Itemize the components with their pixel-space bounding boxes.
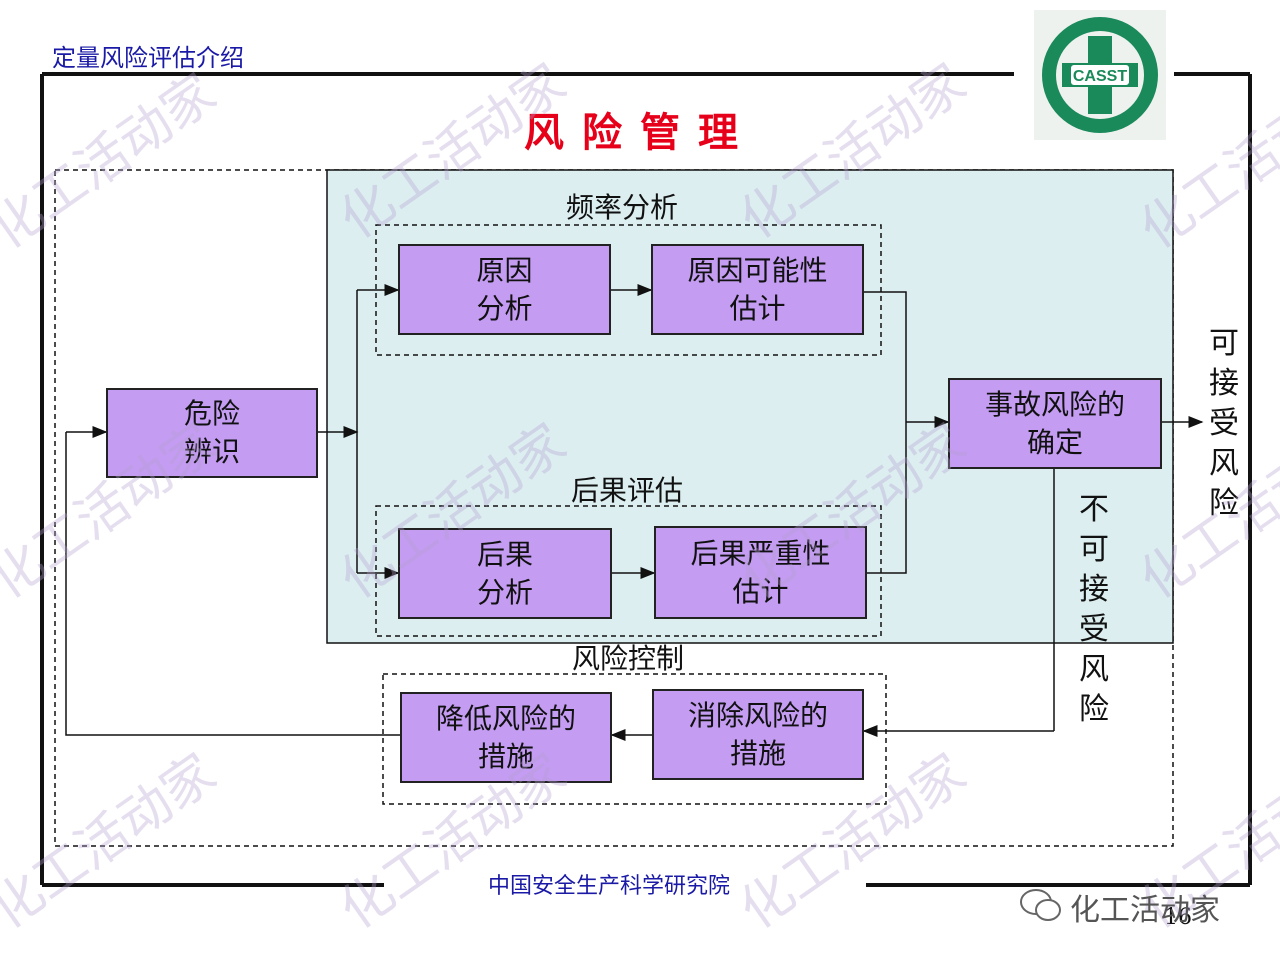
slide-frame bbox=[40, 72, 1252, 887]
box-cause-possibility: 原因可能性 估计 bbox=[651, 244, 864, 335]
box-consequence-severity: 后果严重性 估计 bbox=[654, 526, 867, 619]
wechat-icon bbox=[1018, 884, 1064, 924]
box-cause-analysis: 原因 分析 bbox=[398, 244, 611, 335]
consequence-group bbox=[375, 505, 882, 637]
control-group bbox=[382, 673, 887, 805]
casst-logo: CASST bbox=[1034, 10, 1166, 140]
box-consequence-analysis: 后果 分析 bbox=[398, 528, 612, 619]
footer-org: 中国安全生产科学研究院 bbox=[488, 874, 731, 899]
page-number: 16 bbox=[1164, 905, 1192, 930]
frequency-group bbox=[375, 224, 882, 356]
section-control-label: 风险控制 bbox=[572, 642, 685, 675]
label-unacceptable-risk: 不 可 接 受 风 险 bbox=[1079, 492, 1109, 727]
section-consequence-label: 后果评估 bbox=[571, 474, 684, 507]
gear-logo-icon: CASST bbox=[1042, 17, 1158, 133]
section-frequency-label: 频率分析 bbox=[566, 191, 679, 224]
box-reduce-risk: 降低风险的 措施 bbox=[400, 692, 612, 783]
label-acceptable-risk: 可 接 受 风 险 bbox=[1209, 326, 1239, 521]
header-title: 定量风险评估介绍 bbox=[52, 44, 244, 72]
box-hazard-identification: 危险 辨识 bbox=[106, 388, 318, 478]
box-eliminate-risk: 消除风险的 措施 bbox=[652, 689, 864, 780]
box-accident-risk: 事故风险的 确定 bbox=[948, 378, 1162, 469]
main-title: 风险管理 bbox=[524, 109, 756, 156]
logo-text: CASST bbox=[1073, 68, 1127, 85]
brand-label: 化工活动家 bbox=[1070, 893, 1220, 928]
